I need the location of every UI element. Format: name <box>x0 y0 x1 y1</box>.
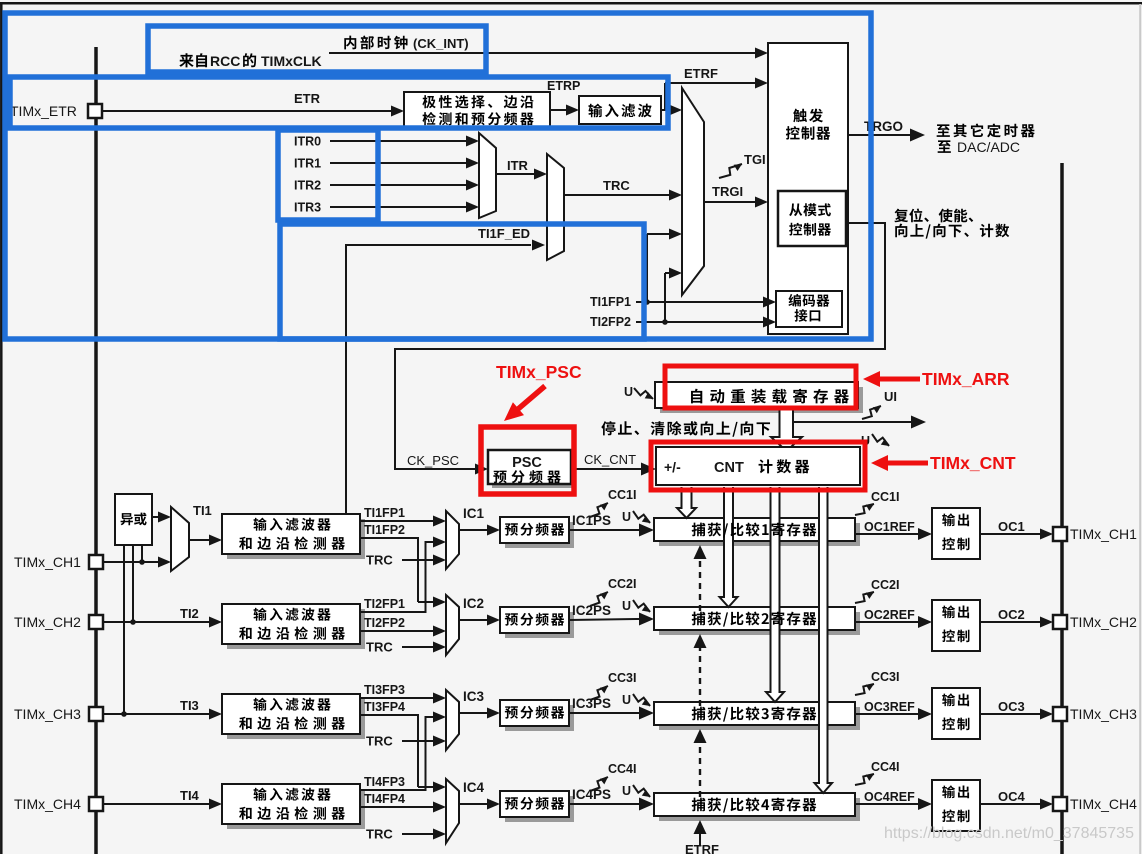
svg-text:+/-: +/- <box>664 459 681 475</box>
svg-text:IC1: IC1 <box>463 506 485 521</box>
svg-text:ITR1: ITR1 <box>294 157 321 171</box>
svg-text:TRGI: TRGI <box>712 184 743 199</box>
svg-text:ETRP: ETRP <box>547 79 580 93</box>
svg-text:TI4FP4: TI4FP4 <box>364 792 405 806</box>
svg-text:CC1I: CC1I <box>608 488 636 502</box>
svg-text:TIMx_CH1: TIMx_CH1 <box>14 554 81 570</box>
svg-text:ITR: ITR <box>507 158 529 173</box>
svg-text:TIMx_ARR: TIMx_ARR <box>922 369 1010 389</box>
svg-text:U: U <box>622 510 631 524</box>
svg-text:TIMx_CH4: TIMx_CH4 <box>14 796 81 812</box>
svg-text:(CK_INT): (CK_INT) <box>413 36 469 51</box>
svg-text:TIMxCLK: TIMxCLK <box>261 53 322 69</box>
svg-text:CK_PSC: CK_PSC <box>407 453 459 468</box>
svg-text:CK_CNT: CK_CNT <box>584 452 636 467</box>
svg-text:TIMx_CH3: TIMx_CH3 <box>14 706 81 722</box>
svg-text:TRC: TRC <box>366 640 393 655</box>
svg-text:https://blog.csdn.net/m0_37845: https://blog.csdn.net/m0_37845735 <box>884 825 1134 842</box>
svg-text:ETRF: ETRF <box>685 842 719 854</box>
svg-text:TI2: TI2 <box>180 606 199 621</box>
svg-text:U: U <box>622 784 631 798</box>
svg-text:ETRF: ETRF <box>684 66 718 81</box>
svg-text:TIMx_ETR: TIMx_ETR <box>10 103 77 119</box>
svg-text:CC4I: CC4I <box>608 762 636 776</box>
svg-text:TRC: TRC <box>366 827 393 842</box>
svg-text:OC3: OC3 <box>998 699 1025 714</box>
svg-text:CC3I: CC3I <box>608 671 636 685</box>
svg-text:TRC: TRC <box>366 734 393 749</box>
svg-text:TIMx_PSC: TIMx_PSC <box>496 362 582 382</box>
svg-text:OC2REF: OC2REF <box>864 608 915 622</box>
svg-text:TGI: TGI <box>744 152 766 167</box>
svg-text:TIMx_CH1: TIMx_CH1 <box>1070 526 1137 542</box>
svg-text:TRC: TRC <box>366 553 393 568</box>
svg-text:OC4REF: OC4REF <box>864 790 915 804</box>
svg-text:ETR: ETR <box>294 91 321 106</box>
svg-text:TI3FP3: TI3FP3 <box>364 683 405 697</box>
svg-text:ITR2: ITR2 <box>294 179 321 193</box>
svg-text:IC3: IC3 <box>463 689 485 704</box>
svg-text:ITR0: ITR0 <box>294 135 321 149</box>
svg-text:OC1REF: OC1REF <box>864 520 915 534</box>
svg-text:CC1I: CC1I <box>871 490 899 504</box>
svg-text:TIMx_CH2: TIMx_CH2 <box>1070 614 1137 630</box>
svg-text:TI2FP2: TI2FP2 <box>590 315 631 329</box>
svg-text:OC3REF: OC3REF <box>864 700 915 714</box>
svg-text:U: U <box>624 385 633 399</box>
svg-text:TIMx_CH4: TIMx_CH4 <box>1070 796 1137 812</box>
svg-text:TI2FP1: TI2FP1 <box>364 597 405 611</box>
svg-text:TI1: TI1 <box>193 503 212 518</box>
svg-text:CC2I: CC2I <box>608 577 636 591</box>
svg-text:IC1PS: IC1PS <box>572 513 611 528</box>
svg-text:IC2PS: IC2PS <box>572 603 611 618</box>
svg-text:IC4PS: IC4PS <box>572 787 611 802</box>
svg-text:TI1FP1: TI1FP1 <box>364 506 405 520</box>
svg-text:DAC/ADC: DAC/ADC <box>957 139 1020 155</box>
svg-text:RCC: RCC <box>210 53 240 69</box>
svg-text:U: U <box>622 693 631 707</box>
svg-text:TI4: TI4 <box>180 788 200 803</box>
svg-text:TI1FP1: TI1FP1 <box>590 295 631 309</box>
svg-text:PSC: PSC <box>512 455 542 471</box>
svg-text:CC4I: CC4I <box>871 760 899 774</box>
svg-text:TRC: TRC <box>603 178 630 193</box>
svg-text:TI3: TI3 <box>180 698 199 713</box>
svg-text:TIMx_CH2: TIMx_CH2 <box>14 614 81 630</box>
svg-text:TI3FP4: TI3FP4 <box>364 700 405 714</box>
svg-text:TI1F_ED: TI1F_ED <box>478 226 530 241</box>
svg-text:IC2: IC2 <box>463 596 484 611</box>
svg-text:UI: UI <box>884 389 897 404</box>
svg-text:TIMx_CNT: TIMx_CNT <box>930 453 1016 473</box>
svg-text:TIMx_CH3: TIMx_CH3 <box>1070 706 1137 722</box>
svg-text:U: U <box>622 599 631 613</box>
svg-text:OC1: OC1 <box>998 519 1025 534</box>
svg-text:ITR3: ITR3 <box>294 201 321 215</box>
svg-text:TI4FP3: TI4FP3 <box>364 775 405 789</box>
svg-text:OC2: OC2 <box>998 607 1025 622</box>
svg-text:OC4: OC4 <box>998 789 1026 804</box>
svg-text:CNT: CNT <box>714 460 744 476</box>
svg-text:TI1FP2: TI1FP2 <box>364 523 405 537</box>
svg-text:IC4: IC4 <box>463 780 485 795</box>
svg-text:CC2I: CC2I <box>871 578 899 592</box>
svg-text:TI2FP2: TI2FP2 <box>364 616 405 630</box>
svg-text:IC3PS: IC3PS <box>572 696 611 711</box>
svg-text:CC3I: CC3I <box>871 670 899 684</box>
